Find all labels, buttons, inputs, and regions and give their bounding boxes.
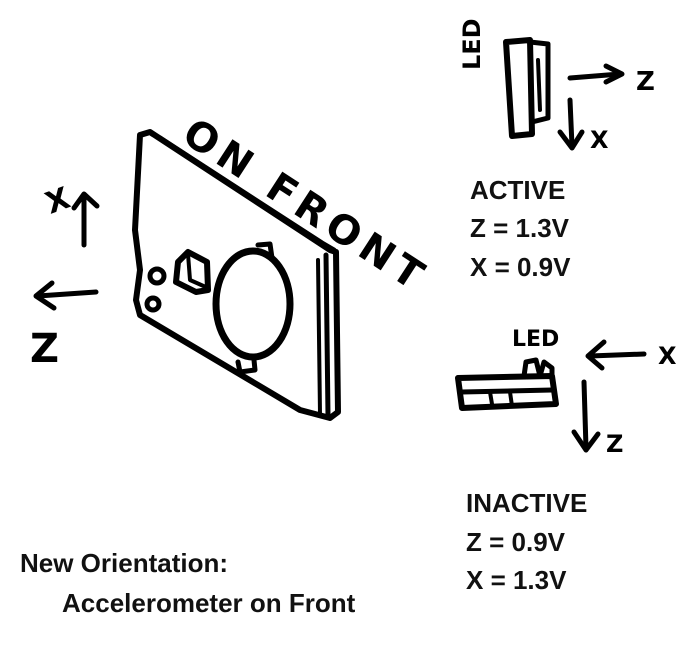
active-z-axis-label: Z bbox=[636, 67, 655, 97]
inactive-heading: INACTIVE bbox=[466, 488, 588, 518]
board-title: ON FRONT bbox=[175, 110, 437, 302]
board-x-axis-label: X bbox=[41, 181, 75, 222]
board-z-axis-arrow bbox=[33, 280, 99, 311]
active-led-sketch bbox=[503, 37, 551, 139]
inactive-z-axis-arrow bbox=[571, 379, 601, 453]
active-z-axis-arrow bbox=[567, 63, 625, 85]
inactive-x-axis-label: X bbox=[658, 342, 677, 370]
inactive-z-reading: Z = 0.9V bbox=[466, 527, 565, 557]
inactive-z-axis-label: Z bbox=[606, 430, 623, 458]
board-sketch bbox=[132, 129, 341, 421]
caption-line-1: New Orientation: bbox=[20, 548, 229, 578]
active-z-reading: Z = 1.3V bbox=[470, 213, 569, 243]
inactive-led-sketch bbox=[455, 357, 559, 411]
active-heading: ACTIVE bbox=[470, 175, 566, 205]
active-x-axis-arrow bbox=[557, 97, 585, 151]
inactive-x-reading: X = 1.3V bbox=[466, 565, 567, 595]
active-x-reading: X = 0.9V bbox=[470, 252, 571, 282]
board-x-axis-arrow bbox=[71, 191, 100, 248]
pad-icon bbox=[144, 295, 162, 313]
inactive-x-axis-arrow bbox=[585, 339, 647, 371]
active-x-axis-label: X bbox=[590, 126, 609, 154]
board-z-axis-label: Z bbox=[30, 326, 59, 372]
inactive-led-label: LED bbox=[512, 327, 559, 352]
caption-line-2: Accelerometer on Front bbox=[62, 588, 356, 618]
pad-icon bbox=[147, 266, 167, 286]
active-led-label: LED bbox=[458, 18, 486, 70]
oval-component-icon bbox=[212, 247, 294, 361]
